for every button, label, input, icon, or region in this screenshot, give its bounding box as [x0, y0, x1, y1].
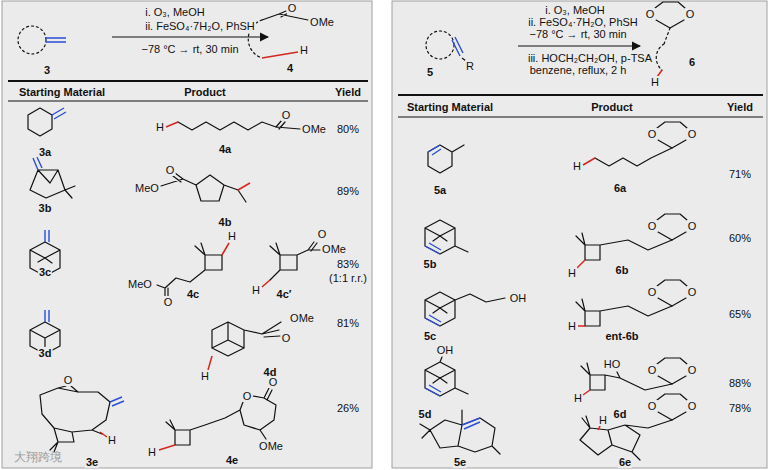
- atom-or-condition-text: OMe: [289, 312, 315, 324]
- atom-or-condition-text: ii. FeSO₄·7H₂O, PhSH: [144, 20, 256, 32]
- atom-or-condition-text: H: [598, 414, 608, 426]
- yield-value: 89%: [336, 185, 360, 197]
- compound-number: 3: [43, 64, 51, 76]
- compound-number: 6b: [615, 264, 630, 276]
- compound-number: 5e: [453, 456, 467, 468]
- atom-or-condition-text: O: [287, 2, 298, 14]
- atom-or-condition-text: O: [317, 228, 328, 240]
- atom-or-condition-text: H: [251, 284, 261, 296]
- atom-or-condition-text: O: [163, 296, 174, 308]
- atom-or-condition-text: O: [687, 128, 698, 140]
- atom-or-condition-text: O: [268, 376, 279, 388]
- yield-value: 80%: [336, 123, 360, 135]
- atom-or-condition-text: H: [567, 267, 577, 279]
- compound-number: 4a: [218, 143, 232, 155]
- atom-or-condition-text: O: [242, 390, 253, 402]
- yield-value: 26%: [336, 402, 360, 414]
- compound-number: ent-6b: [605, 330, 640, 342]
- atom-or-condition-text: H: [299, 44, 309, 56]
- atom-or-condition-text: i. O₃, MeOH: [544, 4, 606, 16]
- atom-or-condition-text: O: [647, 286, 658, 298]
- atom-or-condition-text: H: [227, 230, 237, 242]
- yield-value: 83%: [336, 258, 360, 270]
- column-header: Yield: [726, 101, 754, 113]
- atom-or-condition-text: −78 °C → rt, 30 min: [140, 43, 239, 55]
- compound-number: 3b: [38, 202, 53, 214]
- column-header: Yield: [334, 86, 362, 98]
- yield-value: 81%: [336, 317, 360, 329]
- atom-or-condition-text: O: [647, 364, 658, 376]
- yield-value: 71%: [728, 168, 752, 180]
- yield-value: 60%: [728, 232, 752, 244]
- atom-or-condition-text: OH: [436, 344, 455, 356]
- compound-number: 5: [426, 66, 434, 78]
- atom-or-condition-text: R: [465, 60, 475, 72]
- yield-value: 65%: [728, 308, 752, 320]
- atom-or-condition-text: H: [572, 160, 582, 172]
- atom-or-condition-text: H: [573, 392, 583, 404]
- atom-or-condition-text: i. O₃, MeOH: [144, 6, 206, 18]
- atom-or-condition-text: HO: [603, 358, 622, 370]
- compound-number: 5a: [433, 184, 447, 196]
- compound-number: 4c: [186, 288, 200, 300]
- column-header: Product: [590, 101, 634, 113]
- atom-or-condition-text: H: [650, 76, 660, 88]
- atom-or-condition-text: ii. FeSO₄·7H₂O, PhSH: [527, 16, 639, 28]
- yield-value: (1:1 r.r.): [328, 272, 368, 284]
- atom-or-condition-text: H: [155, 121, 165, 133]
- compound-number: 6a: [613, 182, 627, 194]
- atom-or-condition-text: −78 °C → rt, 30 min: [528, 28, 627, 40]
- atom-or-condition-text: O: [647, 220, 658, 232]
- atom-or-condition-text: OMe: [309, 16, 335, 28]
- yield-value: 78%: [728, 402, 752, 414]
- compound-number: 3c: [38, 266, 52, 278]
- atom-or-condition-text: O: [647, 128, 658, 140]
- column-header: Starting Material: [18, 86, 106, 98]
- compound-number: 3e: [85, 456, 99, 468]
- atom-or-condition-text: O: [645, 8, 656, 20]
- compound-number: 5c: [423, 330, 437, 342]
- watermark: 大翔跨境: [13, 451, 63, 464]
- atom-or-condition-text: OMe: [301, 123, 327, 135]
- atom-or-condition-text: O: [687, 220, 698, 232]
- atom-or-condition-text: O: [687, 286, 698, 298]
- atom-or-condition-text: O: [63, 374, 74, 386]
- atom-or-condition-text: H: [200, 370, 210, 382]
- column-header: Product: [183, 86, 227, 98]
- compound-number: 4b: [218, 216, 233, 228]
- atom-or-condition-text: H: [567, 320, 577, 332]
- compound-number: 5b: [423, 258, 438, 270]
- yield-value: 88%: [728, 377, 752, 389]
- atom-or-condition-text: O: [281, 109, 292, 121]
- compound-number: 4e: [225, 454, 239, 466]
- atom-or-condition-text: benzene, reflux, 2 h: [529, 64, 628, 76]
- compound-number: 6d: [613, 408, 628, 420]
- atom-or-condition-text: OH: [509, 292, 528, 304]
- atom-or-condition-text: O: [687, 364, 698, 376]
- column-header: Starting Material: [406, 101, 494, 113]
- atom-or-condition-text: O: [647, 400, 658, 412]
- atom-or-condition-text: MeO: [127, 278, 153, 290]
- atom-or-condition-text: O: [685, 8, 696, 20]
- compound-number: 6e: [618, 456, 632, 468]
- atom-or-condition-text: O: [281, 332, 292, 344]
- compound-number: 4c′: [276, 288, 293, 300]
- atom-or-condition-text: H: [147, 446, 157, 458]
- compound-number: 3d: [38, 347, 53, 359]
- compound-number: 6: [688, 56, 696, 68]
- compound-number: 5d: [418, 408, 433, 420]
- compound-number: 3a: [38, 146, 52, 158]
- atom-or-condition-text: iii. HOCH₂CH₂OH, p-TSA: [527, 52, 653, 64]
- atom-or-condition-text: MeO: [134, 182, 160, 194]
- atom-or-condition-text: O: [687, 400, 698, 412]
- atom-or-condition-text: O: [165, 164, 176, 176]
- atom-or-condition-text: OMe: [321, 243, 347, 255]
- compound-number: 4: [286, 62, 294, 74]
- atom-or-condition-text: H: [107, 434, 117, 446]
- atom-or-condition-text: OMe: [258, 440, 284, 452]
